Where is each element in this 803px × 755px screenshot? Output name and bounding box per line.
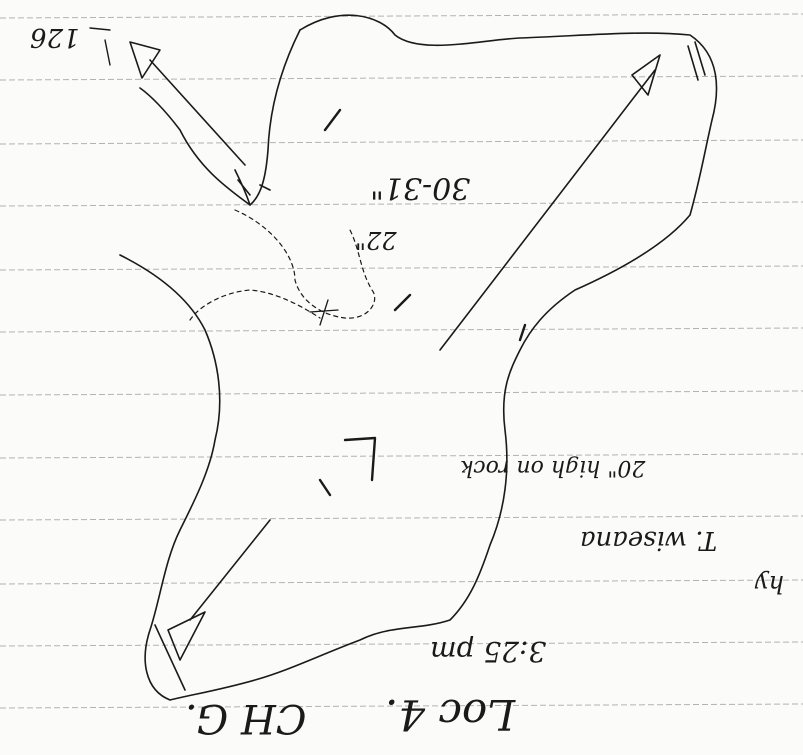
annotation-left-fragment: hy (755, 570, 785, 598)
rock-outline-left-top (234, 29, 301, 206)
arrowhead-upper-left (129, 41, 161, 79)
annotation-depth-range: 30-31" (370, 170, 471, 205)
annotation-species: T. wiseana (580, 525, 718, 555)
arrow-upper-left (149, 59, 246, 166)
arrow-lower-left (189, 519, 271, 621)
rock-outline-upper-left (139, 87, 251, 206)
rock-outline (119, 14, 718, 701)
annotation-time: 3:25 pm (430, 635, 547, 668)
arrowhead-upper-right (631, 54, 661, 96)
annotation-depth-22: 22" (355, 226, 397, 254)
annotation-location-code: CH G. (185, 695, 307, 741)
annotation-high-on-rock: 20" high on rock (460, 455, 646, 480)
annotation-location-label: Loc 4. (385, 690, 516, 739)
glyph-seven (343, 436, 377, 482)
arrow-upper-right (439, 69, 656, 351)
arrowhead-lower-left (167, 611, 206, 661)
annotation-top-left-measure: 126 (30, 22, 80, 52)
dashed-contour-lower (189, 289, 321, 321)
